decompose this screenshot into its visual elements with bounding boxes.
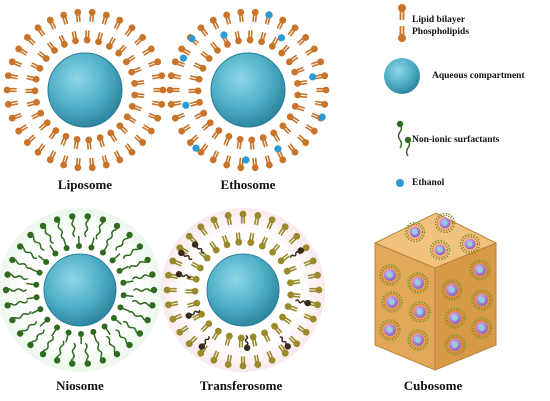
- niosome-diagram: [0, 208, 162, 372]
- aqueous-compartment-icon: [384, 58, 420, 94]
- liposome-diagram: [3, 8, 167, 172]
- legend-lipid-line2: Phospholipids: [412, 27, 470, 37]
- surfactant-icon: [396, 120, 412, 157]
- ethanol-dot-icon: [396, 179, 404, 187]
- legend-lipid-line1: Lipid bilayer: [412, 15, 466, 25]
- caption-liposome: Liposome: [57, 177, 113, 192]
- caption-ethosome: Ethosome: [220, 177, 276, 192]
- legend-aqueous-label: Aqueous compartment: [432, 71, 525, 81]
- legend-ethanol-label: Ethanol: [412, 178, 445, 188]
- cubosome-diagram: [373, 212, 498, 371]
- legend-icons: [384, 4, 420, 187]
- legend-lipid-bilayer-label: Lipid bilayer Phospholipids: [412, 14, 469, 38]
- transferosome-diagram: [161, 208, 325, 372]
- caption-transferosome: Transferosome: [199, 378, 283, 393]
- ethosome-diagram: [166, 8, 330, 172]
- caption-cubosome: Cubosome: [403, 378, 463, 393]
- caption-niosome: Niosome: [56, 378, 104, 393]
- legend-surfactant-label: Non-ionic surfactants: [412, 135, 500, 145]
